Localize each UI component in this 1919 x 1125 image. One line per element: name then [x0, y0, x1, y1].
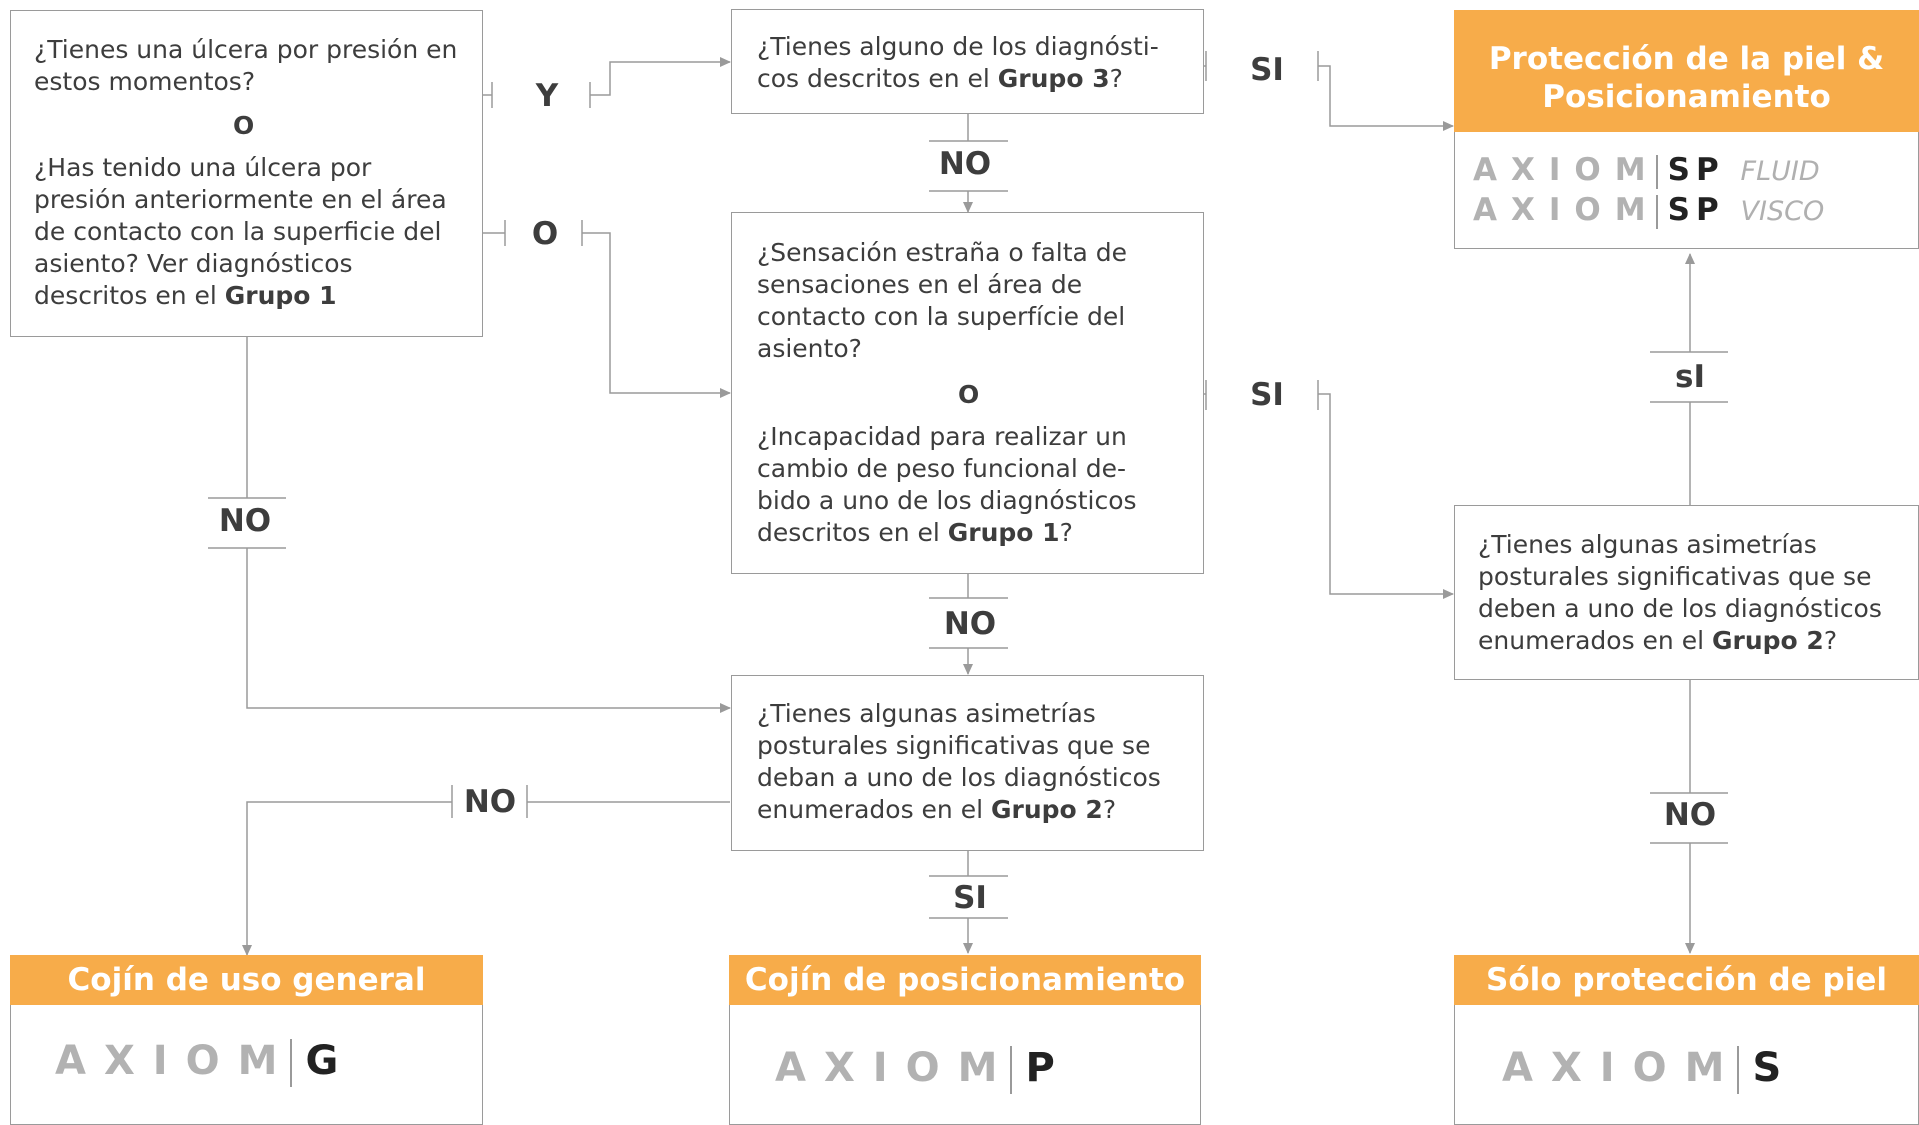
brand-suffix: G	[305, 1038, 339, 1084]
brand-wordmark: AXIOM	[775, 1045, 1016, 1091]
brand-wordmark: AXIOM	[1473, 192, 1660, 228]
question-sensation: ¿Sensación estraña o falta de sensacione…	[757, 238, 1128, 363]
question-box-group3	[731, 9, 1204, 114]
label-o: O	[531, 216, 559, 252]
label-no-q5: NO	[1663, 797, 1717, 833]
question-asymmetry-right-text: ¿Tienes algunas asimetrías posturales si…	[1478, 530, 1882, 655]
question-group3: ¿Tienes alguno de los diagnósti-cos desc…	[757, 31, 1177, 95]
outcome-title-general: Cojín de uso general	[10, 955, 483, 1005]
outcome-box-skin-only	[1454, 1005, 1919, 1125]
label-si-q5: sI	[1675, 359, 1705, 395]
question-asymmetry-left-text: ¿Tienes algunas asimetrías posturales si…	[757, 699, 1161, 824]
group-3-ref: Grupo 3	[997, 64, 1110, 93]
outcome-title-skin-positioning: Protección de la piel & Posicionamiento	[1454, 10, 1919, 132]
question-asymmetry-left: ¿Tienes algunas asimetrías posturales si…	[757, 698, 1177, 826]
variant-label: FLUID	[1740, 156, 1820, 187]
question-asymmetry-right: ¿Tienes algunas asimetrías posturales si…	[1478, 529, 1898, 657]
question-ulcer-history-text: ¿Has tenido una úlcera por presión anter…	[34, 153, 447, 310]
question-box-asymmetry-right	[1454, 505, 1919, 680]
outcome-box-general	[10, 1005, 483, 1125]
or-separator: O	[233, 111, 255, 140]
question-mark: ?	[1823, 626, 1838, 655]
brand-wordmark: AXIOM	[55, 1038, 296, 1084]
or-separator: O	[958, 380, 980, 409]
question-weight-shift: ¿Incapacidad para realizar un cambio de …	[757, 421, 1157, 549]
label-si-mid: SI	[1250, 377, 1284, 413]
outcome-box-skin-positioning	[1454, 132, 1919, 249]
brand-wordmark: AXIOM	[1473, 152, 1660, 188]
question-box-sensation	[731, 212, 1204, 574]
label-si-q4: SI	[953, 880, 987, 916]
brand-suffix: SP	[1667, 152, 1725, 188]
brand-suffix: SP	[1667, 192, 1725, 228]
label-no-q4: NO	[463, 784, 517, 820]
question-group3-text: ¿Tienes alguno de los diagnósti-cos desc…	[757, 32, 1159, 93]
brand-divider	[1736, 1046, 1739, 1094]
question-box-ulcer	[10, 10, 483, 337]
brand-divider	[1009, 1046, 1012, 1094]
outcome-title-skin-only: Sólo protección de piel	[1454, 955, 1919, 1005]
question-mark: ?	[1102, 795, 1117, 824]
outcome-title-positioning: Cojín de posicionamiento	[729, 955, 1201, 1005]
brand-suffix: S	[1752, 1045, 1782, 1091]
brand-wordmark: AXIOM	[1502, 1045, 1743, 1091]
label-y: Y	[535, 78, 559, 114]
question-mark: ?	[1059, 518, 1073, 547]
brand-divider	[1655, 194, 1658, 229]
variant-label: VISCO	[1740, 196, 1825, 227]
question-ulcer-current: ¿Tienes una úlcera por presión en estos …	[34, 35, 458, 96]
question-ulcer-history: ¿Has tenido una úlcera por presión anter…	[34, 152, 454, 312]
group-2-ref: Grupo 2	[1711, 626, 1824, 655]
group-2-ref: Grupo 2	[990, 795, 1103, 824]
group-1-ref: Grupo 1	[947, 518, 1060, 547]
group-1-ref: Grupo 1	[224, 281, 337, 310]
question-box-asymmetry-left	[731, 675, 1204, 851]
label-no-q3: NO	[943, 606, 997, 642]
question-weight-shift-text: ¿Incapacidad para realizar un cambio de …	[757, 422, 1137, 547]
brand-divider	[289, 1039, 292, 1087]
label-no-left: NO	[218, 503, 272, 539]
label-no-q2: NO	[938, 146, 992, 182]
brand-divider	[1655, 154, 1658, 189]
outcome-box-positioning	[729, 1005, 1201, 1125]
question-mark: ?	[1109, 64, 1123, 93]
brand-suffix: P	[1025, 1045, 1055, 1091]
label-si-top: SI	[1250, 52, 1284, 88]
